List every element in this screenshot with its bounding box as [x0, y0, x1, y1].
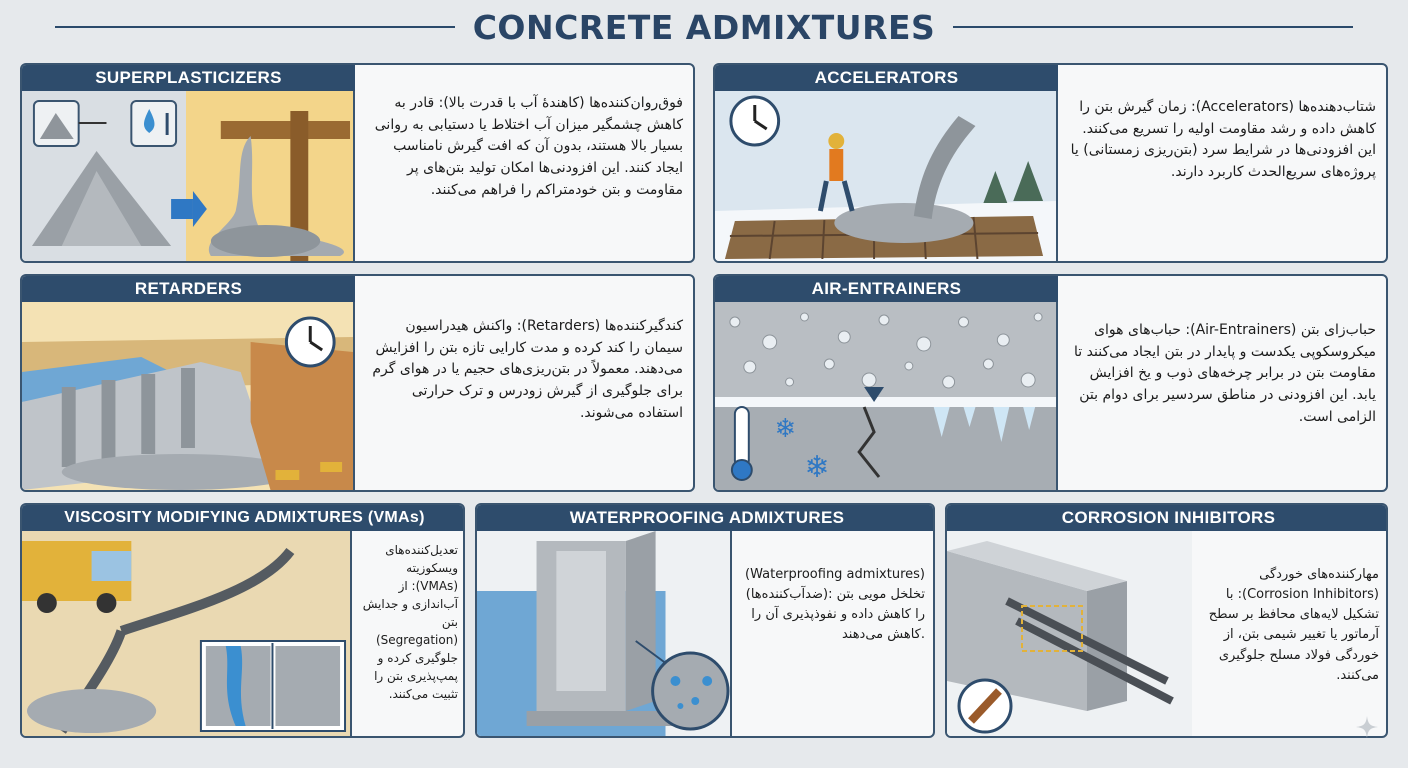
- card-title: AIR-ENTRAINERS: [715, 276, 1058, 302]
- card-description: مهارکننده‌های خوردگی (Corrosion Inhibito…: [1208, 567, 1379, 683]
- card-accelerators: ACCELERATORS شتاب‌دهنده‌ها (Accele: [713, 63, 1388, 263]
- waterproofing-illustration: [477, 531, 732, 736]
- vma-illustration: [22, 531, 352, 736]
- card-title: WATERPROOFING ADMIXTURES: [477, 505, 933, 531]
- card-title: VISCOSITY MODIFYING ADMIXTURES (VMAs): [22, 505, 463, 531]
- svg-text:❄: ❄: [775, 414, 797, 444]
- card-superplasticizers: SUPERPLASTICIZERS فوق‌روان‌کننده‌ها (کاه…: [20, 63, 695, 263]
- card-title: SUPERPLASTICIZERS: [22, 65, 355, 91]
- card-retarders: RETARDERS کندگیرکننده‌ها (Retarders): وا…: [20, 274, 695, 492]
- card-vmas: VISCOSITY MODIFYING ADMIXTURES (VMAs) تع…: [20, 503, 465, 738]
- card-title: CORROSION INHIBITORS: [947, 505, 1386, 531]
- sparkle-icon: [1356, 716, 1378, 738]
- card-description: حباب‌زای بتن (Air-Entrainers): حباب‌های …: [1074, 322, 1376, 425]
- superplasticizer-illustration: [22, 91, 355, 261]
- card-description: شتاب‌دهنده‌ها (Accelerators): زمان گیرش …: [1070, 99, 1376, 181]
- card-air-entrainers: AIR-ENTRAINERS ❄ ❄ حب: [713, 274, 1388, 492]
- title-divider-right: [953, 26, 1354, 28]
- card-description: تعدیل‌کننده‌های ویسکوزیته (VMAs): از آب‌…: [362, 543, 458, 701]
- card-title: ACCELERATORS: [715, 65, 1058, 91]
- card-title: RETARDERS: [22, 276, 355, 302]
- card-description: فوق‌روان‌کننده‌ها (کاهندهٔ آب با قدرت با…: [374, 95, 683, 198]
- card-description: (Waterproofing admixtures) (ضدآب‌کننده‌ه…: [745, 567, 925, 643]
- card-description: کندگیرکننده‌ها (Retarders): واکنش هیدراس…: [372, 318, 683, 421]
- page-title: CONCRETE ADMIXTURES: [472, 7, 936, 47]
- page-title-bar: CONCRETE ADMIXTURES: [0, 4, 1408, 50]
- corrosion-illustration: [947, 531, 1192, 736]
- card-corrosion-inhibitors: CORROSION INHIBITORS مهارکننده‌های خوردگ…: [945, 503, 1388, 738]
- svg-text:❄: ❄: [804, 450, 829, 485]
- card-waterproofing: WATERPROOFING ADMIXTURES (Waterproofing …: [475, 503, 935, 738]
- accelerator-illustration: [715, 91, 1058, 261]
- title-divider-left: [54, 26, 455, 28]
- retarder-illustration: [22, 302, 355, 490]
- air-entrainer-illustration: ❄ ❄: [715, 302, 1058, 490]
